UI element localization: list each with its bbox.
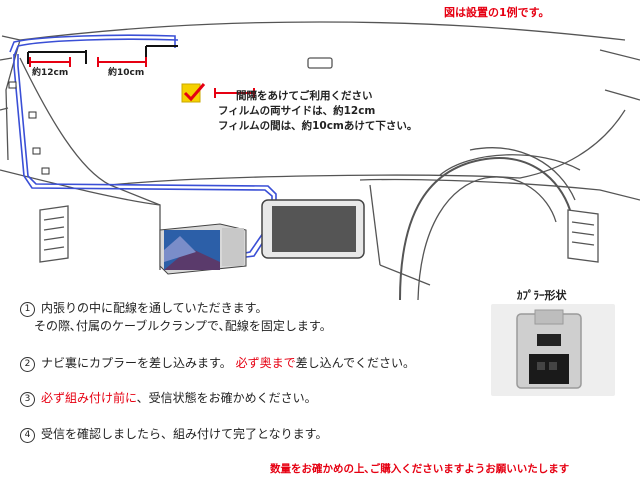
checkbox-check-icon bbox=[181, 83, 206, 103]
coupler-connector-icon bbox=[516, 309, 582, 389]
footer-note: 数量をお確かめの上､ご購入くださいますようお願いいたします bbox=[270, 463, 570, 475]
measure-left-label: 約12cm bbox=[32, 68, 69, 78]
legend-heading: 間隔をあけてご利用ください bbox=[236, 90, 373, 102]
installation-example-note: 図は設置の1例です。 bbox=[444, 6, 550, 19]
step-2-text-end: 差し込んでください。 bbox=[295, 356, 416, 370]
step-3: 3 必ず組み付け前に、受信状態をお確かめください。 bbox=[20, 389, 317, 407]
legend-line-1: フィルムの両サイドは、約12cm bbox=[218, 105, 376, 117]
measure-right-label: 約10cm bbox=[108, 68, 145, 78]
navi-unit-icon bbox=[261, 199, 365, 259]
step-1-line-1: 内張りの中に配線を通していただきます。 bbox=[41, 301, 268, 315]
tuner-box-icon bbox=[159, 223, 247, 275]
step-number: 2 bbox=[20, 357, 35, 372]
step-3-text: 、受信状態をお確かめください。 bbox=[136, 391, 317, 405]
step-number: 3 bbox=[20, 392, 35, 407]
step-2-emphasis: 必ず奥まで bbox=[235, 356, 296, 370]
coupler-title: ｶﾌﾟﾗｰ形状 bbox=[517, 289, 567, 302]
coupler-photo bbox=[491, 304, 615, 396]
step-2: 2 ナビ裏にカプラーを差し込みます。 必ず奥まで差し込んでください。 bbox=[20, 354, 415, 372]
step-number: 1 bbox=[20, 302, 35, 317]
step-1-line-2: その際､付属のケーブルクランプで､配線を固定します。 bbox=[34, 319, 332, 333]
step-1: 1 内張りの中に配線を通していただきます。 その際､付属のケーブルクランプで､配線… bbox=[20, 299, 332, 335]
step-number: 4 bbox=[20, 428, 35, 443]
step-3-emphasis: 必ず組み付け前に bbox=[41, 391, 137, 405]
step-4-text: 受信を確認しましたら、組み付けて完了となります。 bbox=[41, 427, 328, 441]
legend-line-2: フィルムの間は、約10cmあけて下さい。 bbox=[218, 120, 418, 132]
dashboard-illustration bbox=[0, 21, 640, 300]
spacing-legend: 間隔をあけてご利用ください フィルムの両サイドは、約12cm フィルムの間は、約… bbox=[218, 89, 417, 134]
step-4: 4 受信を確認しましたら、組み付けて完了となります。 bbox=[20, 425, 327, 443]
step-2-text: ナビ裏にカプラーを差し込みます。 bbox=[41, 356, 232, 370]
